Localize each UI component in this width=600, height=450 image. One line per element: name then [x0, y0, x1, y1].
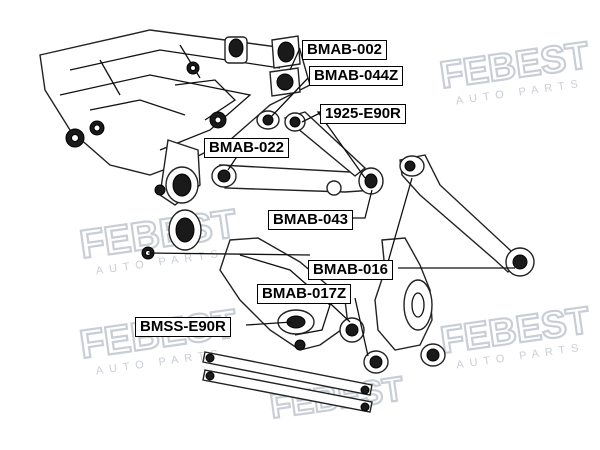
label-bmab-017z[interactable]: BMAB-017Z: [257, 284, 352, 304]
bottom-strut-bars: [202, 351, 373, 413]
label-bmab-022[interactable]: BMAB-022: [204, 138, 290, 158]
mount-bushing-top: [224, 35, 301, 97]
label-bmab-043[interactable]: BMAB-043: [268, 210, 354, 230]
leader-lines: [147, 47, 515, 357]
toe-link-arm: [283, 111, 367, 177]
label-bmab-016[interactable]: BMAB-016: [308, 260, 394, 280]
label-bmab-044z[interactable]: BMAB-044Z: [309, 66, 404, 86]
wheel-knuckle: [363, 237, 446, 374]
left-hanger-bushing: [141, 139, 202, 260]
trailing-arm: [399, 154, 535, 277]
label-bmab-002[interactable]: BMAB-002: [302, 40, 388, 60]
subframe-bushing: [256, 110, 280, 130]
label-1925-e90r[interactable]: 1925-E90R: [320, 104, 406, 124]
label-bmss-e90r[interactable]: BMSS-E90R: [135, 317, 231, 337]
upper-control-arm: [211, 164, 384, 196]
